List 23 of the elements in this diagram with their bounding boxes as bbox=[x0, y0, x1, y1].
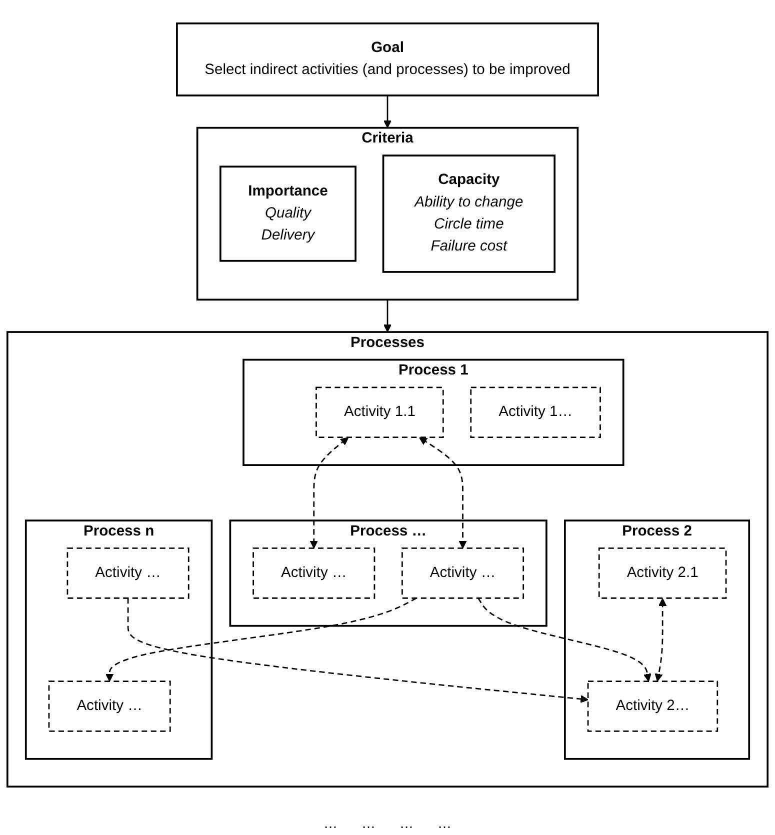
arrow bbox=[478, 598, 652, 682]
ellipsis-text: … bbox=[400, 815, 414, 831]
node-box: Goal Select indirect activities (and processes) to be improved bbox=[176, 22, 599, 97]
ellipsis-text: … bbox=[438, 815, 452, 831]
node-box: Capacity Ability to change Circle time Failure cost bbox=[382, 155, 556, 274]
node-box: Activity … bbox=[401, 548, 524, 600]
node-box: Activity 1… bbox=[470, 387, 601, 439]
node-box: Activity 2… bbox=[587, 681, 718, 732]
node-box: Activity 2.1 bbox=[598, 548, 727, 600]
arrow bbox=[106, 598, 417, 682]
node-box: Activity … bbox=[48, 681, 171, 732]
arrow bbox=[383, 300, 392, 333]
arrow bbox=[383, 96, 392, 129]
node-box: Importance Quality Delivery bbox=[219, 166, 356, 262]
arrow bbox=[654, 598, 667, 682]
arrow bbox=[127, 598, 588, 704]
ellipsis-text: … bbox=[324, 815, 338, 831]
arrow bbox=[418, 438, 467, 550]
node-box: Activity … bbox=[66, 548, 190, 600]
node-box: Activity 1.1 bbox=[316, 387, 444, 439]
arrow bbox=[310, 438, 349, 550]
node-box: Activity … bbox=[252, 548, 376, 600]
ellipsis-text: … bbox=[362, 815, 376, 831]
